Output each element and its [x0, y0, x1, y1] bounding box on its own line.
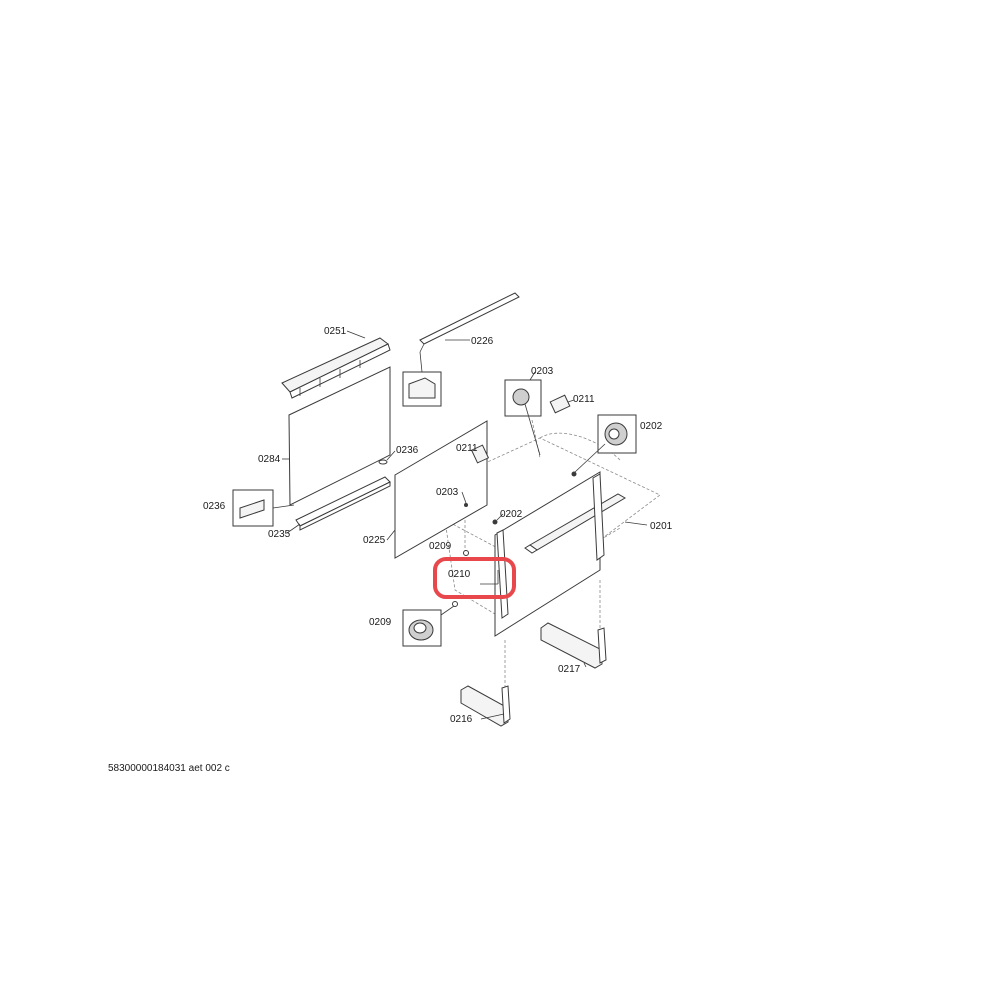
callout-0209-bottom: 0209	[369, 617, 392, 628]
part-0236-clips[interactable]	[232, 450, 396, 527]
callout-0236-left: 0236	[203, 501, 226, 512]
part-0203-screws[interactable]	[461, 371, 542, 507]
callout-0201: 0201	[650, 521, 673, 532]
callout-0216: 0216	[450, 714, 473, 725]
drawing-reference-number: 58300000184031 aet 002 c	[108, 763, 230, 774]
part-0211-hinge-clips[interactable]	[549, 394, 575, 414]
callout-0203-top: 0203	[531, 366, 554, 377]
part-0209-caps[interactable]	[402, 550, 469, 647]
part-0284-glass-pane[interactable]	[282, 366, 391, 506]
part-0217-hinge-right[interactable]	[540, 622, 607, 669]
callout-0202-mid: 0202	[500, 509, 523, 520]
callout-0217: 0217	[558, 664, 581, 675]
callout-labels: 0251 0226 0203 0211 0202 0284 0236 0211 …	[203, 326, 673, 725]
callout-0211-top: 0211	[573, 394, 595, 405]
callout-0202-top: 0202	[640, 421, 663, 432]
highlight-0210	[433, 557, 516, 599]
callout-0210: 0210	[448, 569, 471, 580]
part-0235-lower-strip[interactable]	[286, 476, 391, 534]
callout-0284: 0284	[258, 454, 281, 465]
part-0201-door-panel[interactable]	[494, 471, 648, 637]
callout-0251: 0251	[324, 326, 347, 337]
callout-0209-mid: 0209	[429, 541, 452, 552]
callout-0211-mid: 0211	[456, 443, 478, 454]
part-0216-hinge-left[interactable]	[460, 685, 511, 727]
callout-0235: 0235	[268, 529, 291, 540]
part-0210-side-strip[interactable]	[480, 529, 509, 619]
part-0251-trim-strip[interactable]	[281, 330, 391, 399]
callout-0236-right: 0236	[396, 445, 419, 456]
part-0202-buffers[interactable]	[492, 414, 637, 525]
callout-0226: 0226	[471, 336, 494, 347]
callout-0225: 0225	[363, 535, 386, 546]
callout-0203-mid: 0203	[436, 487, 459, 498]
part-0225-inner-glass[interactable]	[386, 420, 490, 559]
part-0226-rail[interactable]	[402, 292, 520, 407]
